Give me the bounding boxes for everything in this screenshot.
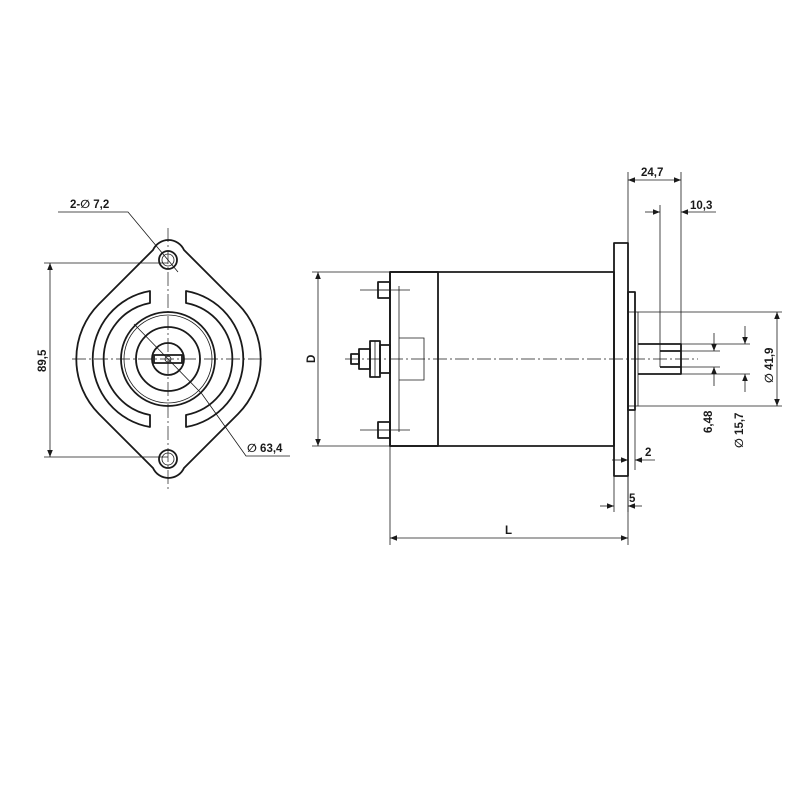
side-view: D L 24,7 10,3 6,48 ∅ 15,7 ∅ 41,9 [306, 167, 782, 545]
output-shaft [638, 343, 682, 375]
holes-label: 2-∅ 7,2 [70, 199, 109, 211]
arc-slot-right [185, 290, 245, 428]
bolt-circle-leader [201, 393, 290, 457]
bolt-circle-diameter-line [133, 323, 203, 395]
shaft-diameter-label: ∅ 15,7 [734, 413, 746, 448]
mounting-hole-bottom-inner [161, 452, 175, 466]
flat-width-label: 6,48 [703, 410, 715, 433]
shaft-end-circle [151, 342, 185, 376]
connector-tip [350, 353, 360, 365]
diamond-flange-outline [75, 239, 262, 479]
shaft-length-label: 24,7 [641, 167, 663, 179]
boss-outer-ring [120, 311, 216, 407]
diameter-label: D [306, 355, 318, 363]
shaft-key-slot [153, 354, 183, 364]
front-view: ∅ 63,4 2-∅ 7,2 89,5 [37, 199, 290, 490]
height-label: 89,5 [37, 349, 49, 372]
holes-leader [58, 211, 179, 273]
mounting-hole-top-inner [161, 253, 175, 267]
end-cap-step [399, 337, 425, 381]
shaft-center-hole [164, 355, 172, 363]
boss-middle-ring [123, 314, 213, 404]
pilot-boss [627, 291, 636, 411]
flange-thickness-label: 5 [629, 493, 636, 505]
pilot-boss-inner [627, 311, 639, 407]
flange-small-label: 2 [645, 447, 651, 459]
key-length-label: 10,3 [690, 200, 712, 212]
arc-slot-left [91, 290, 151, 428]
mounting-hole-top [158, 250, 178, 270]
mounting-hole-bottom [158, 449, 178, 469]
mounting-flange [613, 242, 629, 477]
bolt-circle-label: ∅ 63,4 [247, 443, 283, 455]
pilot-ring [135, 326, 201, 392]
pilot-diameter-label: ∅ 41,9 [764, 348, 776, 383]
length-label: L [505, 525, 512, 537]
